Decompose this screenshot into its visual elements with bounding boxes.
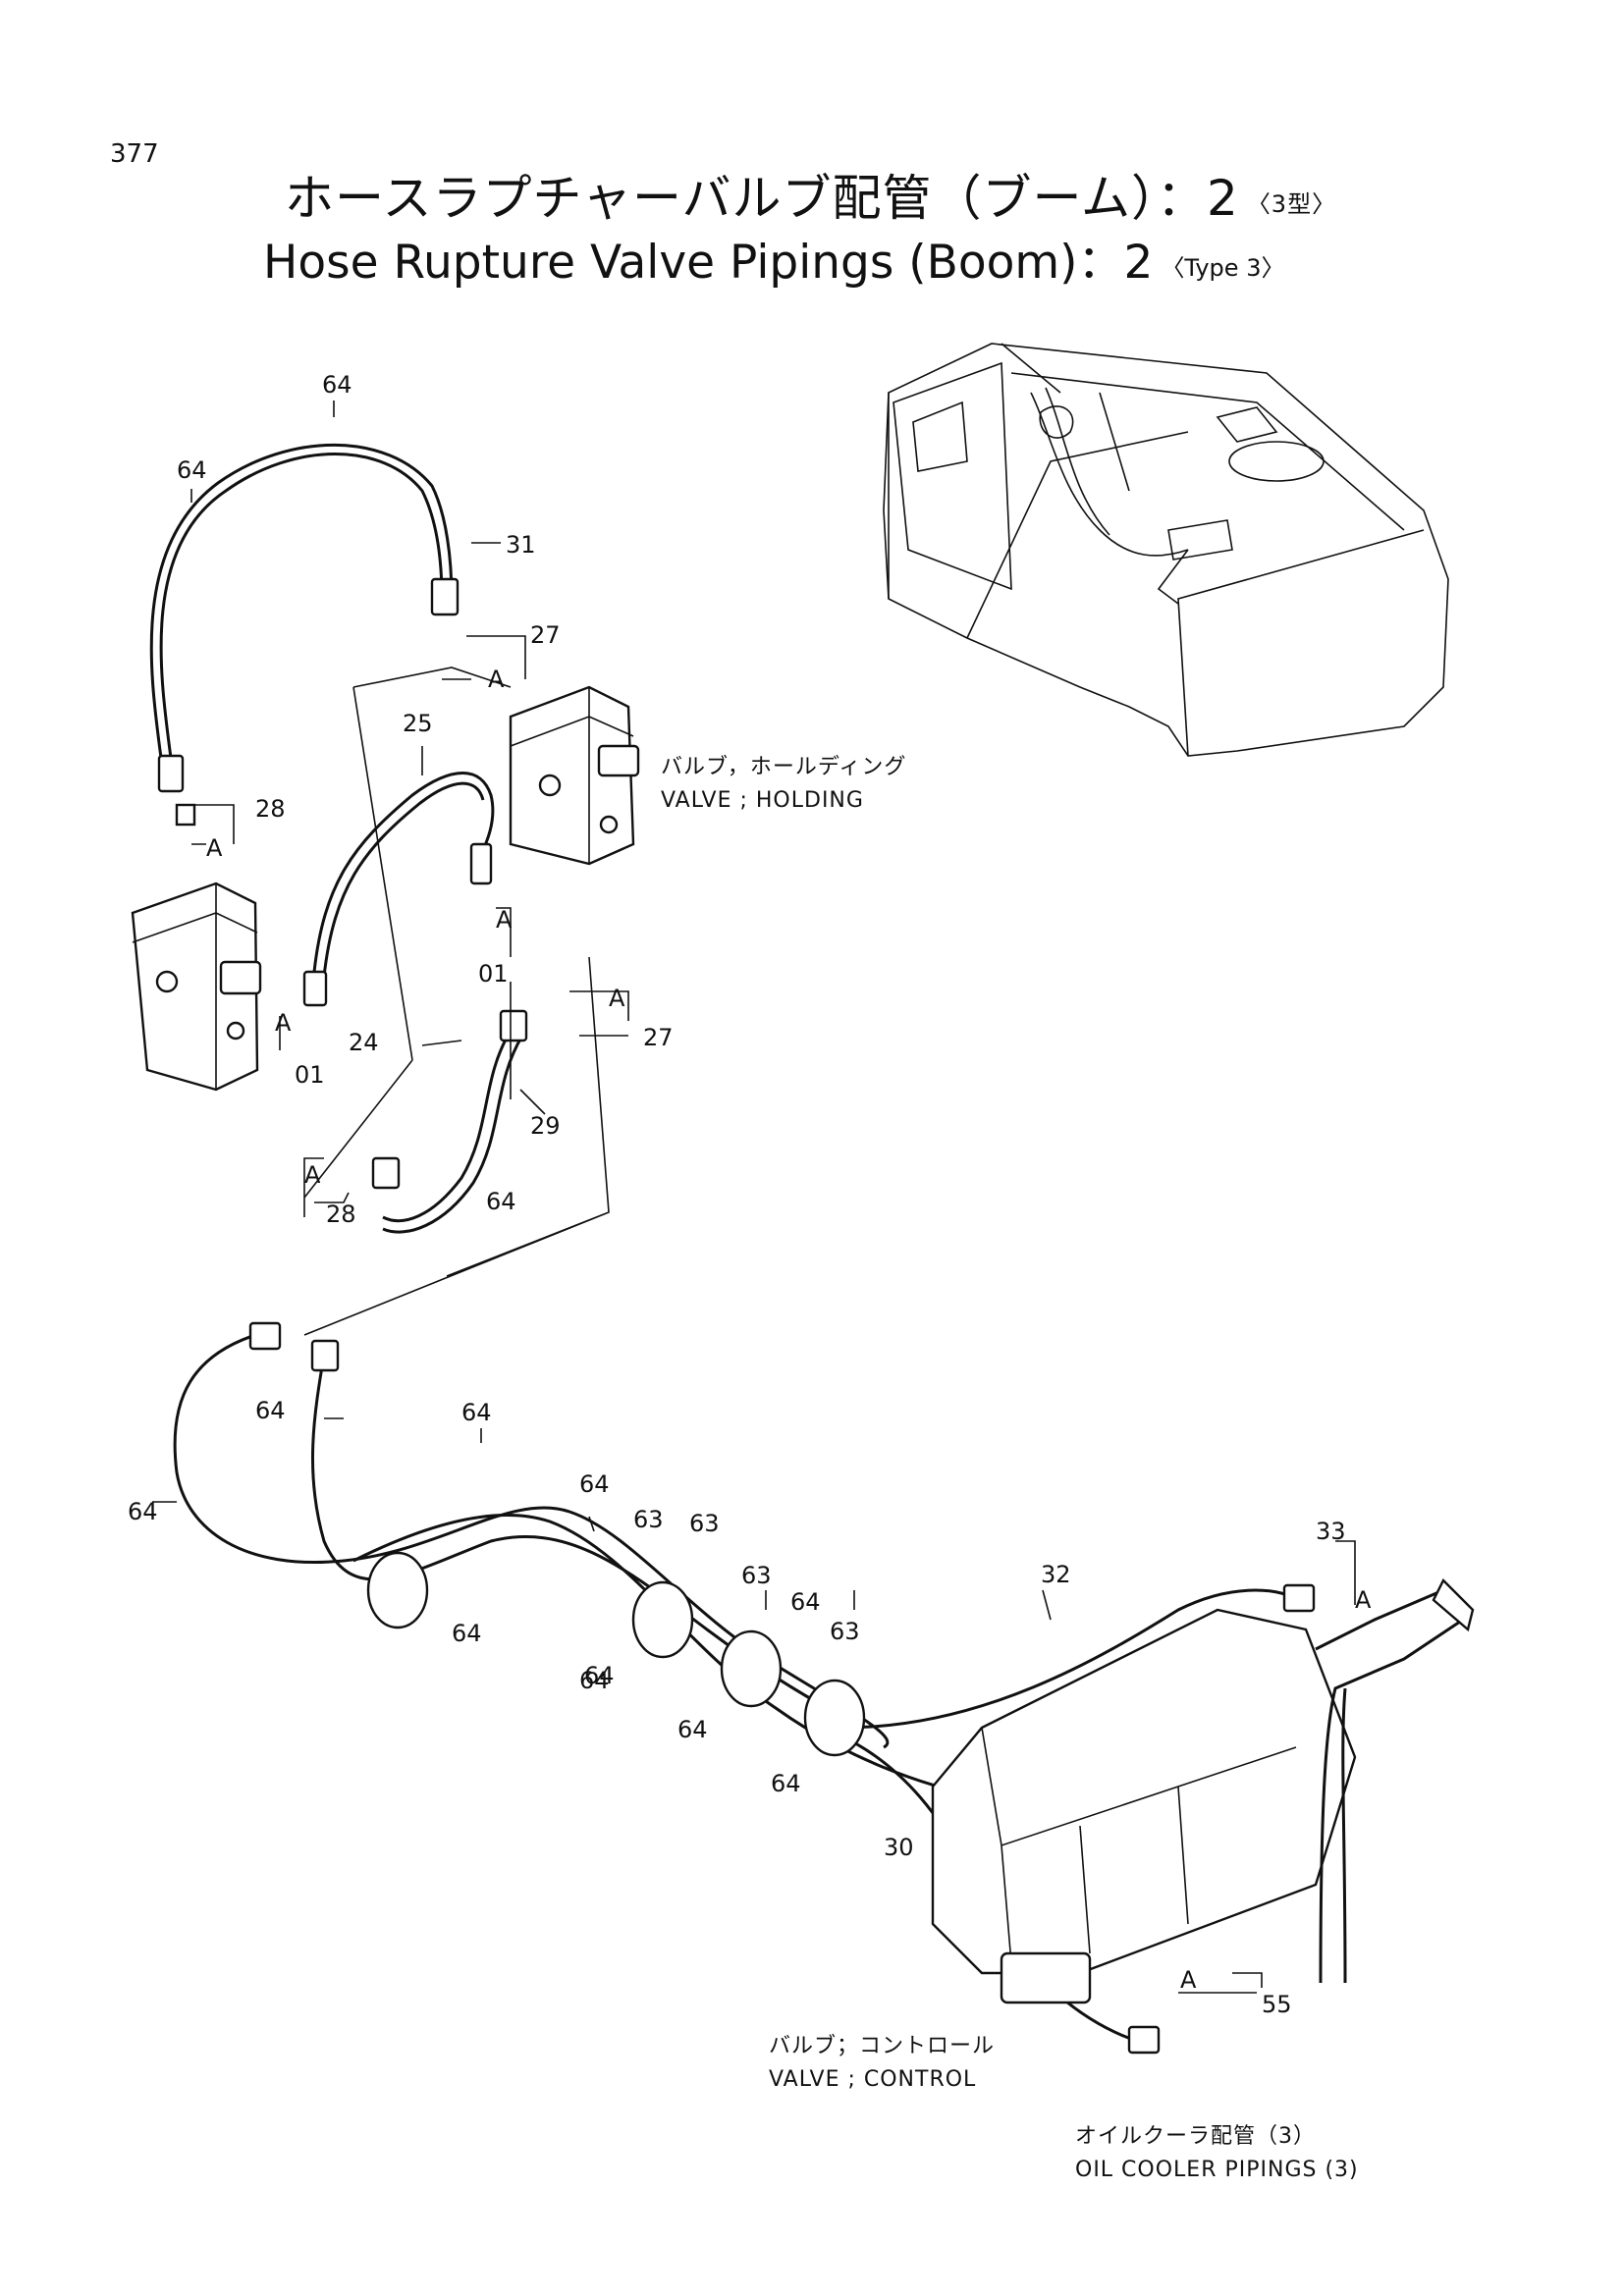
part-number-label: 64 xyxy=(579,1470,610,1498)
part-number-label: 63 xyxy=(830,1618,860,1645)
part-number-label: 27 xyxy=(530,621,561,649)
title-japanese-type: 〈3型〉 xyxy=(1246,190,1337,218)
part-number-label: 63 xyxy=(741,1562,772,1589)
oil-cooler-caption-en: OIL COOLER PIPINGS (3) xyxy=(1075,2158,1359,2182)
leader-lines xyxy=(152,400,1356,1994)
upper-hose-assembly xyxy=(149,443,460,827)
part-number-label: 33 xyxy=(1316,1518,1346,1545)
part-number-label: 64 xyxy=(579,1667,610,1694)
part-number-label: 64 xyxy=(452,1620,482,1647)
control-valve-caption-en: VALVE ; CONTROL xyxy=(769,2067,976,2092)
part-number-label: 64 xyxy=(128,1498,158,1525)
part-number-label: 64 xyxy=(255,1397,286,1424)
part-number-label: 64 xyxy=(177,456,207,484)
part-number-label: 28 xyxy=(255,795,286,823)
part-number-label: 64 xyxy=(771,1770,801,1797)
part-number-label: 63 xyxy=(633,1506,664,1533)
connection-marker-label: A xyxy=(206,834,223,862)
part-number-label: 24 xyxy=(349,1029,379,1056)
part-number-label: 27 xyxy=(643,1024,674,1051)
valve-link-hose xyxy=(302,772,495,1007)
title-english-text: Hose Rupture Valve Pipings (Boom)：2 xyxy=(263,236,1154,290)
part-number-label: 31 xyxy=(506,531,536,559)
page-number: 377 xyxy=(110,139,159,169)
part-number-label: 64 xyxy=(677,1716,708,1743)
connection-marker-label: A xyxy=(1180,1966,1197,1994)
middle-hose xyxy=(371,1009,528,1234)
title-japanese-text: ホースラプチャーバルブ配管（ブーム）：2 xyxy=(285,170,1239,227)
part-number-label: 64 xyxy=(322,371,352,399)
holding-valve-caption-jp: バルブ，ホールディング xyxy=(661,755,906,779)
part-number-label: 29 xyxy=(530,1112,561,1140)
hose-clamps xyxy=(366,1551,866,1757)
holding-valve-upper xyxy=(509,685,640,866)
part-number-label: 32 xyxy=(1041,1561,1071,1588)
oil-cooler-caption-jp: オイルクーラ配管（3） xyxy=(1075,2124,1316,2149)
part-number-label: 64 xyxy=(461,1399,492,1426)
part-number-label: 01 xyxy=(478,960,509,988)
part-number-label: 55 xyxy=(1262,1991,1292,2018)
part-number-label: 30 xyxy=(884,1834,914,1861)
excavator-overview xyxy=(883,343,1449,757)
part-number-label: 63 xyxy=(689,1510,720,1537)
connection-marker-label: A xyxy=(609,985,625,1012)
title-japanese: ホースラプチャーバルブ配管（ブーム）：2〈3型〉 xyxy=(285,159,1336,230)
connection-marker-label: A xyxy=(488,666,505,693)
connection-marker-label: A xyxy=(496,906,513,934)
part-number-label: 64 xyxy=(584,1662,615,1689)
control-valve xyxy=(931,1608,1357,2004)
part-number-label: 28 xyxy=(326,1201,356,1228)
title-english-type: 〈Type 3〉 xyxy=(1161,254,1285,282)
holding-valve-lower xyxy=(131,881,262,1092)
holding-valve-caption-en: VALVE ; HOLDING xyxy=(661,788,864,813)
part-number-label: 64 xyxy=(790,1588,821,1616)
part-number-label: 64 xyxy=(486,1188,516,1215)
connection-marker-label: A xyxy=(1355,1586,1372,1614)
connection-marker-label: A xyxy=(275,1009,292,1037)
title-english: Hose Rupture Valve Pipings (Boom)：2〈Type… xyxy=(263,224,1284,292)
part-number-label: 25 xyxy=(403,710,433,737)
oil-cooler-pipe xyxy=(1315,1577,1475,1984)
part-number-label: 01 xyxy=(295,1061,325,1089)
connection-marker-label: A xyxy=(304,1161,321,1189)
control-valve-caption-jp: バルブ；コントロール xyxy=(769,2034,995,2058)
